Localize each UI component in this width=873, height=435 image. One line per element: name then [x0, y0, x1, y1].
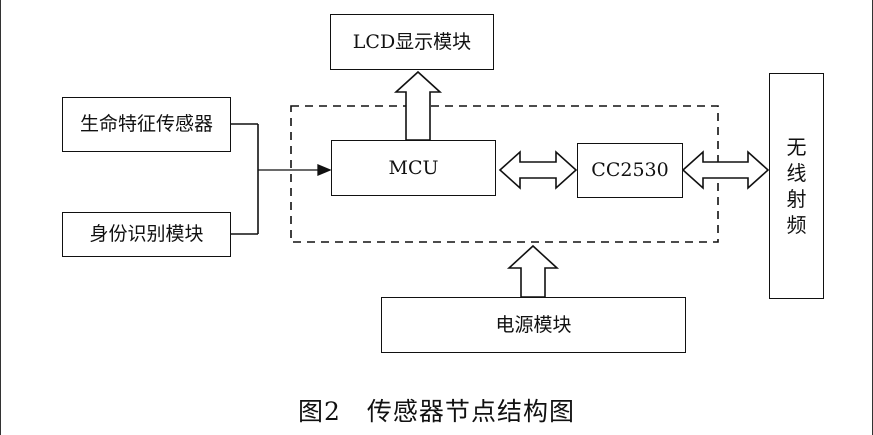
lcd-display-label: LCD显示模块 — [352, 30, 472, 53]
cc2530-rf-double-arrow — [681, 150, 770, 190]
power-module-label: 电源模块 — [495, 313, 572, 336]
wireless-rf-block: 无 线 射 频 — [769, 73, 824, 299]
rf-char-4: 频 — [786, 213, 807, 237]
mcu-to-lcd-arrow — [393, 70, 443, 141]
rf-char-2: 线 — [786, 161, 807, 185]
input-arrow — [258, 164, 332, 176]
vital-sensor-block: 生命特征传感器 — [62, 97, 231, 152]
rf-char-3: 射 — [786, 187, 807, 211]
left-frame-edge — [0, 0, 1, 435]
lcd-display-block: LCD显示模块 — [330, 14, 494, 70]
power-to-node-arrow — [506, 244, 560, 298]
identity-module-block: 身份识别模块 — [62, 212, 231, 257]
cc2530-label: CC2530 — [591, 159, 669, 181]
connections-layer — [231, 70, 770, 298]
cc2530-block: CC2530 — [577, 143, 683, 198]
input-bracket — [231, 123, 259, 235]
mcu-label: MCU — [388, 156, 439, 179]
rf-char-1: 无 — [786, 135, 807, 159]
figure-caption: 图2 传感器节点结构图 — [298, 397, 575, 426]
mcu-block: MCU — [331, 140, 496, 196]
identity-module-label: 身份识别模块 — [89, 223, 204, 245]
power-module-block: 电源模块 — [381, 297, 686, 353]
mcu-cc2530-double-arrow — [498, 150, 578, 190]
vital-sensor-label: 生命特征传感器 — [79, 113, 213, 135]
